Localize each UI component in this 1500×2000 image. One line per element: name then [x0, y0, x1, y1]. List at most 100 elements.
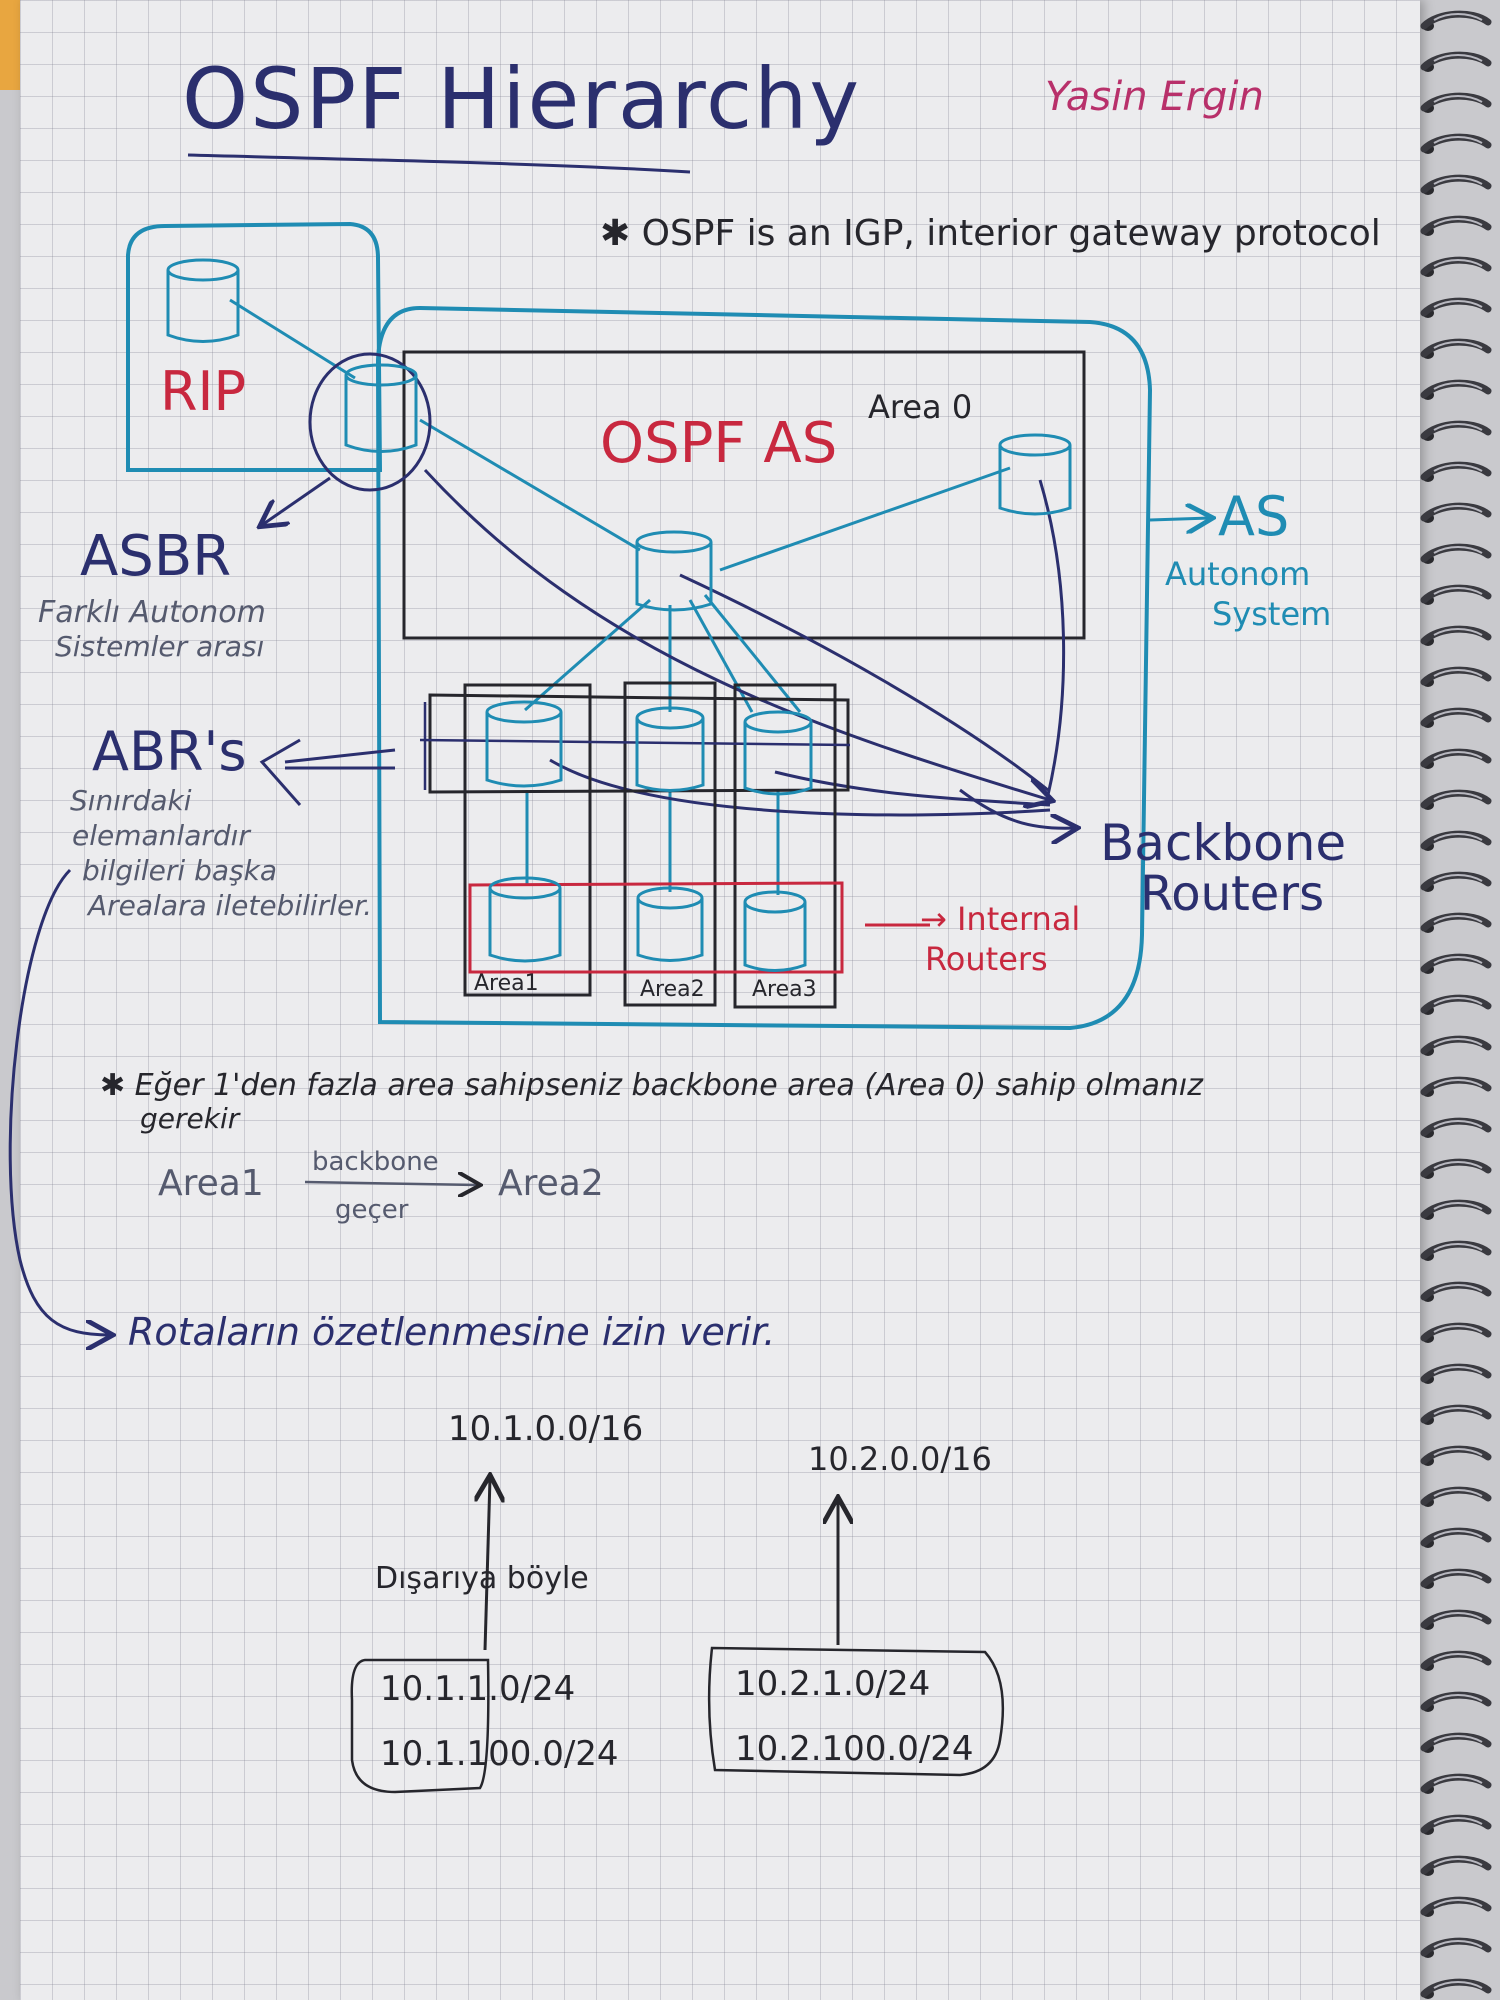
abr-desc-2: elemanlardır [72, 819, 251, 852]
backbone-label-1: Backbone [1100, 814, 1346, 872]
right-routes-box [707, 1646, 1005, 1777]
as-arrow [1149, 518, 1210, 520]
binding-ring [1420, 625, 1492, 646]
flow-top: backbone [312, 1147, 439, 1177]
dark-links [423, 468, 1075, 828]
binding-ring [1420, 502, 1492, 523]
binding-ring [1420, 912, 1492, 933]
binding-ring [1420, 1199, 1492, 1220]
asbr-label: ASBR [80, 524, 231, 589]
igp-note: ✱ OSPF is an IGP, interior gateway proto… [600, 213, 1381, 254]
flow-to: Area2 [498, 1163, 604, 1204]
signature: Yasin Ergin [1045, 74, 1264, 120]
rip-label: RIP [160, 360, 246, 423]
as-label: AS [1218, 485, 1289, 548]
binding-ring [1420, 953, 1492, 974]
router-abr3-icon [743, 710, 813, 796]
binding-ring [1420, 994, 1492, 1015]
binding-ring [1420, 10, 1492, 31]
binding-ring [1420, 338, 1492, 359]
binding-ring [1420, 1404, 1492, 1425]
blue-links [229, 298, 1011, 895]
area2-box-label: Area2 [640, 977, 705, 1002]
notebook-page [20, 0, 1420, 2000]
summary-link-arrow [8, 868, 110, 1335]
ospf-as-boundary [375, 305, 1153, 1031]
binding-ring [1420, 1363, 1492, 1384]
binding-ring [1420, 1445, 1492, 1466]
binding-ring [1420, 420, 1492, 441]
binding-ring [1420, 871, 1492, 892]
binding-ring [1420, 1568, 1492, 1589]
router-internal2-icon [636, 886, 704, 962]
abrs-label: ABR's [92, 720, 247, 783]
binding-ring [1420, 1240, 1492, 1261]
router-abr2-icon [635, 706, 705, 792]
asbr-highlight-circle [308, 352, 432, 492]
notebook-corner [0, 0, 20, 90]
area3-box-label: Area3 [752, 977, 817, 1002]
binding-ring [1420, 1117, 1492, 1138]
internal-label-1: → Internal [920, 900, 1080, 938]
binding-ring [1420, 1691, 1492, 1712]
binding-ring [1420, 51, 1492, 72]
binding-ring [1420, 1035, 1492, 1056]
binding-ring [1420, 789, 1492, 810]
router-internal1-icon [488, 876, 562, 963]
ospf-as-label: OSPF AS [600, 411, 837, 476]
binding-ring [1420, 748, 1492, 769]
binding-ring [1420, 215, 1492, 236]
right-route-1: 10.2.1.0/24 [735, 1664, 930, 1704]
binding-ring [1420, 297, 1492, 318]
router-icons [166, 258, 1072, 972]
binding-ring [1420, 1076, 1492, 1097]
area0-label: Area 0 [868, 388, 972, 426]
abr-arrow [259, 738, 396, 806]
summary-left: 10.1.0.0/16 [448, 1409, 643, 1449]
binding-ring [1420, 379, 1492, 400]
summary-right: 10.2.0.0/16 [808, 1440, 992, 1478]
abr-desc-3: bilgileri başka [82, 854, 277, 887]
abr-frames-blue [419, 702, 851, 790]
binding-ring [1420, 1896, 1492, 1917]
rip-domain [126, 221, 383, 472]
right-route-2: 10.2.100.0/24 [735, 1729, 974, 1769]
router-abr1-icon [485, 700, 563, 788]
internal-routers-box [468, 881, 844, 974]
binding-ring [1420, 256, 1492, 277]
summary-left-arrow [485, 1478, 490, 1651]
binding-ring [1420, 707, 1492, 728]
multi-area-note-2: gerekir [140, 1102, 241, 1135]
left-route-1: 10.1.1.0/24 [380, 1669, 575, 1709]
binding-ring [1420, 1486, 1492, 1507]
abr-desc-1: Sınırdaki [70, 784, 192, 817]
area1-box-label: Area1 [474, 971, 539, 996]
left-routes-box [350, 1658, 490, 1794]
as-desc-2: System [1212, 595, 1331, 633]
router-rip-icon [166, 258, 240, 343]
binding-ring [1420, 830, 1492, 851]
binding-ring [1420, 1650, 1492, 1671]
flow-from: Area1 [158, 1163, 264, 1204]
binding-ring [1420, 1281, 1492, 1302]
binding-ring [1420, 1609, 1492, 1630]
binding-ring [1420, 1773, 1492, 1794]
binding-ring [1420, 461, 1492, 482]
binding-ring [1420, 92, 1492, 113]
router-area0-center-icon [635, 530, 713, 612]
internal-label-2: Routers [925, 940, 1048, 978]
binding-ring [1420, 1158, 1492, 1179]
asbr-desc-1: Farklı Autonom [38, 595, 266, 630]
router-internal3-icon [743, 890, 807, 972]
flow-arrow [304, 1182, 478, 1185]
binding-ring [1420, 1978, 1492, 1999]
binding-ring [1420, 1322, 1492, 1343]
as-desc-1: Autonom [1165, 555, 1310, 593]
router-area0-right-icon [998, 433, 1072, 516]
arrow-label: Dışarıya böyle [375, 1561, 589, 1596]
binding-ring [1420, 1527, 1492, 1548]
flow-bottom: geçer [335, 1195, 409, 1225]
router-asbr-icon [344, 363, 418, 453]
asbr-desc-2: Sistemler arası [55, 630, 264, 663]
